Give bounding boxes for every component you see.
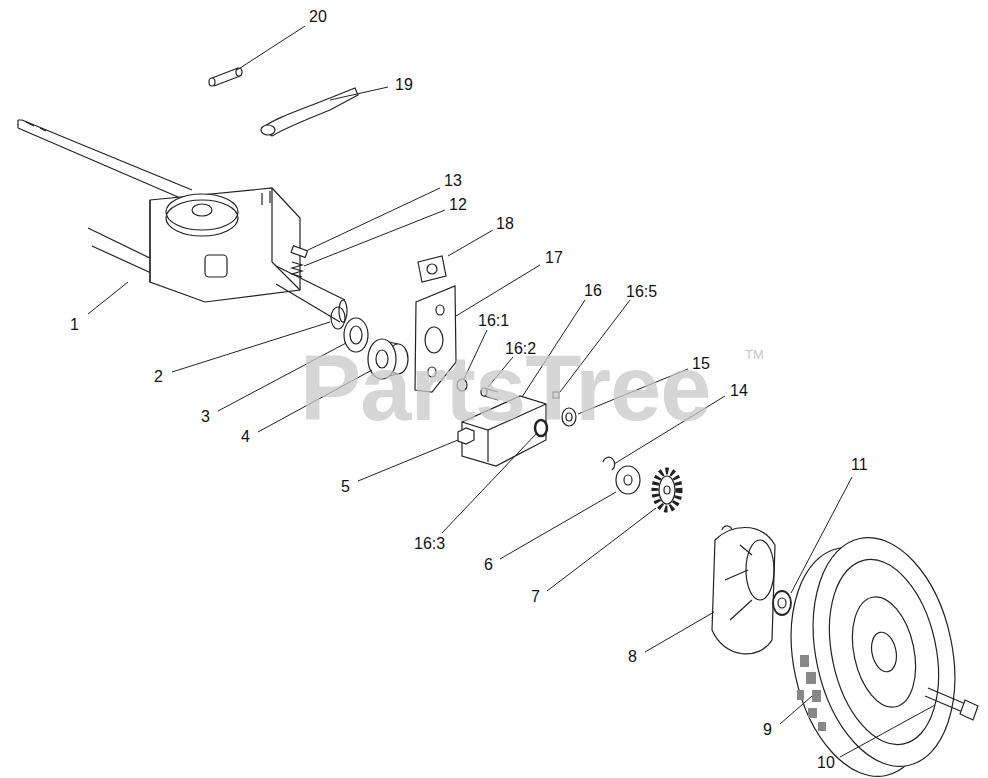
callout-number: 3 — [201, 409, 210, 425]
callout-number: 2 — [154, 369, 163, 385]
callout-number: 4 — [241, 429, 250, 445]
callout-number: 16:3 — [414, 536, 445, 552]
callout-number: 5 — [341, 479, 350, 495]
callout-number: 7 — [531, 589, 540, 605]
callout-number: 17 — [545, 250, 563, 266]
callout-number: 16:1 — [478, 313, 509, 329]
callout-number: 18 — [496, 216, 514, 232]
callout-number: 14 — [730, 383, 748, 399]
callout-number: 12 — [449, 197, 467, 213]
callout-number: 20 — [309, 9, 327, 25]
callout-number: 19 — [395, 77, 413, 93]
callout-number: 6 — [484, 557, 493, 573]
watermark-mark: TM — [745, 348, 764, 361]
callout-number: 16:5 — [626, 284, 657, 300]
callout-number: 13 — [444, 173, 462, 189]
callout-number: 10 — [817, 755, 835, 771]
callout-number: 8 — [628, 649, 637, 665]
watermark: PartsTree — [300, 342, 710, 434]
callout-number: 16 — [584, 283, 602, 299]
callout-number: 1 — [70, 317, 79, 333]
lever — [262, 88, 358, 136]
callout-number: 11 — [851, 457, 868, 473]
callout-number: 9 — [763, 722, 772, 738]
gearbox-assembly — [18, 120, 347, 322]
leader-lines — [88, 26, 935, 757]
